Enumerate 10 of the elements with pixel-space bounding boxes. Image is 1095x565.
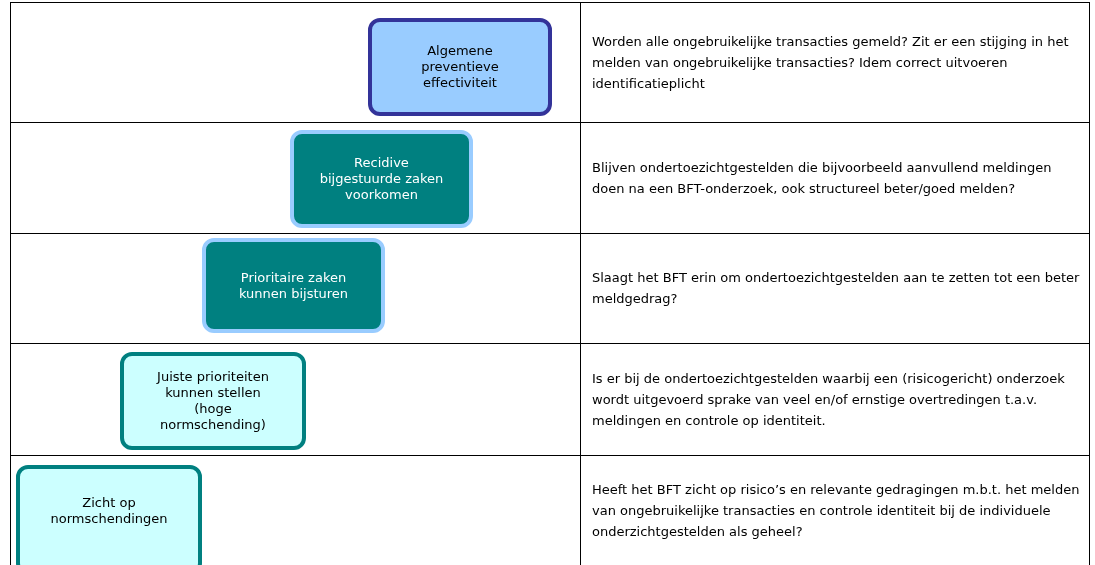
level-box: Juiste prioriteiten kunnen stellen (hoge normschending) bbox=[120, 352, 306, 450]
question-text: Is er bij de ondertoezichtgestelden waarbij een (risicogericht) onderzoek wordt uitgevoerd sprake van veel en/of ernstige overtredingen t.a.v. meldingen en controle op identiteit. bbox=[592, 369, 1066, 430]
level-box: Recidive bijgestuurde zaken voorkomen bbox=[290, 130, 473, 228]
question-text: Slaagt het BFT erin om ondertoezichtgestelden aan te zetten tot een beter meldgedrag? bbox=[592, 269, 1081, 308]
question-text: Worden alle ongebruikelijke transacties gemeld? Zit er een stijging in het melden van ongebruikelijke transacties? Idem correct uitvoeren identificatieplicht bbox=[592, 32, 1070, 93]
level-box: Prioritaire zaken kunnen bijsturen bbox=[202, 238, 385, 333]
level-box: Algemene preventieve effectiviteit bbox=[368, 18, 552, 116]
question-text: Blijven ondertoezichtgestelden die bijvoorbeeld aanvullend meldingen doen na een BFT-onderzoek, ook structureel beter/goed melden? bbox=[592, 158, 1053, 198]
question-text: Heeft het BFT zicht op risico’s en relevante gedragingen m.b.t. het melden van ongebruikelijke transacties en controle identiteit bij de individuele onderzichtgestelden als geheel? bbox=[592, 480, 1081, 541]
level-box: Zicht op normschendingen bbox=[16, 465, 202, 565]
